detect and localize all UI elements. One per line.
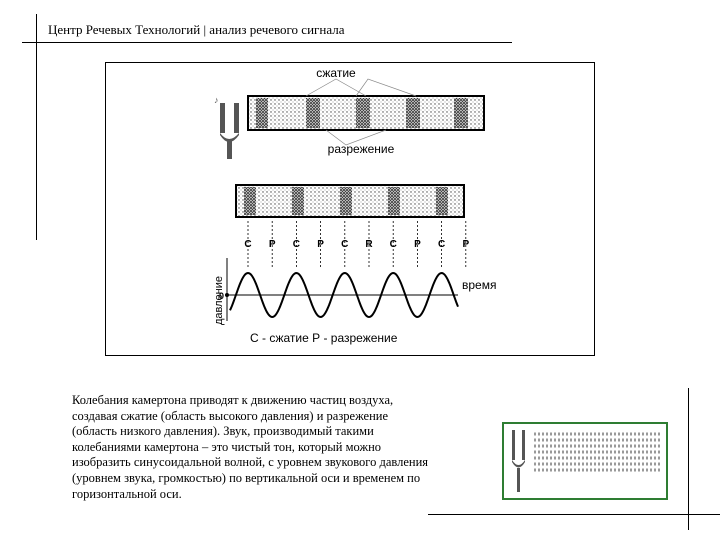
tuning-fork-figure: сжатие ♪ разрежение <box>105 62 595 356</box>
bottom-rule <box>428 514 720 515</box>
phase-guides <box>247 221 467 269</box>
bottom-air-tube <box>235 184 465 218</box>
phase-marker: С <box>341 239 348 250</box>
phase-marker: С <box>390 239 397 250</box>
tuning-fork-icon <box>512 430 525 492</box>
description-line: Колебания камертона приводят к движению … <box>72 393 394 407</box>
header-rule <box>22 42 512 43</box>
legend-text: С - сжатие Р - разрежение <box>250 331 398 345</box>
phase-marker: С <box>244 239 251 250</box>
description-text: Колебания камертона приводят к движению … <box>72 393 492 502</box>
top-air-tube <box>247 78 485 146</box>
svg-text:♪: ♪ <box>214 95 219 105</box>
phase-marker: Р <box>317 239 324 250</box>
page-title: Центр Речевых Технологий | анализ речево… <box>48 22 345 37</box>
description-line: создавая сжатие (область высокого давлен… <box>72 408 389 423</box>
description-line: изобразить синусоидальной волной, с уров… <box>72 455 429 470</box>
right-vertical-rule <box>688 388 689 530</box>
compression-label-top: сжатие <box>316 66 356 80</box>
description-line: (область низкого давления). Звук, произв… <box>72 424 374 439</box>
description-line: горизонтальной оси. <box>72 486 182 501</box>
origin-label: 0 <box>219 291 224 301</box>
pressure-axis-label: давление <box>213 276 225 325</box>
phase-marker: R <box>365 239 373 250</box>
air-particle-lines <box>534 432 660 472</box>
phase-marker: С <box>438 239 445 250</box>
phase-marker: Р <box>269 239 276 250</box>
description-line: колебаниями камертона – это чистый тон, … <box>72 439 382 454</box>
left-vertical-rule <box>36 14 37 240</box>
phase-marker: Р <box>462 239 469 250</box>
tuning-fork-icon: ♪ <box>214 95 239 159</box>
phase-marker: С <box>293 239 300 250</box>
description-line: (уровнем звука, громкостью) по вертикаль… <box>72 470 421 485</box>
sine-wave <box>229 271 459 319</box>
tuning-fork-thumbnail <box>502 422 668 500</box>
phase-marker: Р <box>414 239 421 250</box>
time-axis-label: время <box>462 278 496 292</box>
pressure-time-axes <box>225 258 458 321</box>
rarefaction-label-top: разрежение <box>328 142 395 156</box>
